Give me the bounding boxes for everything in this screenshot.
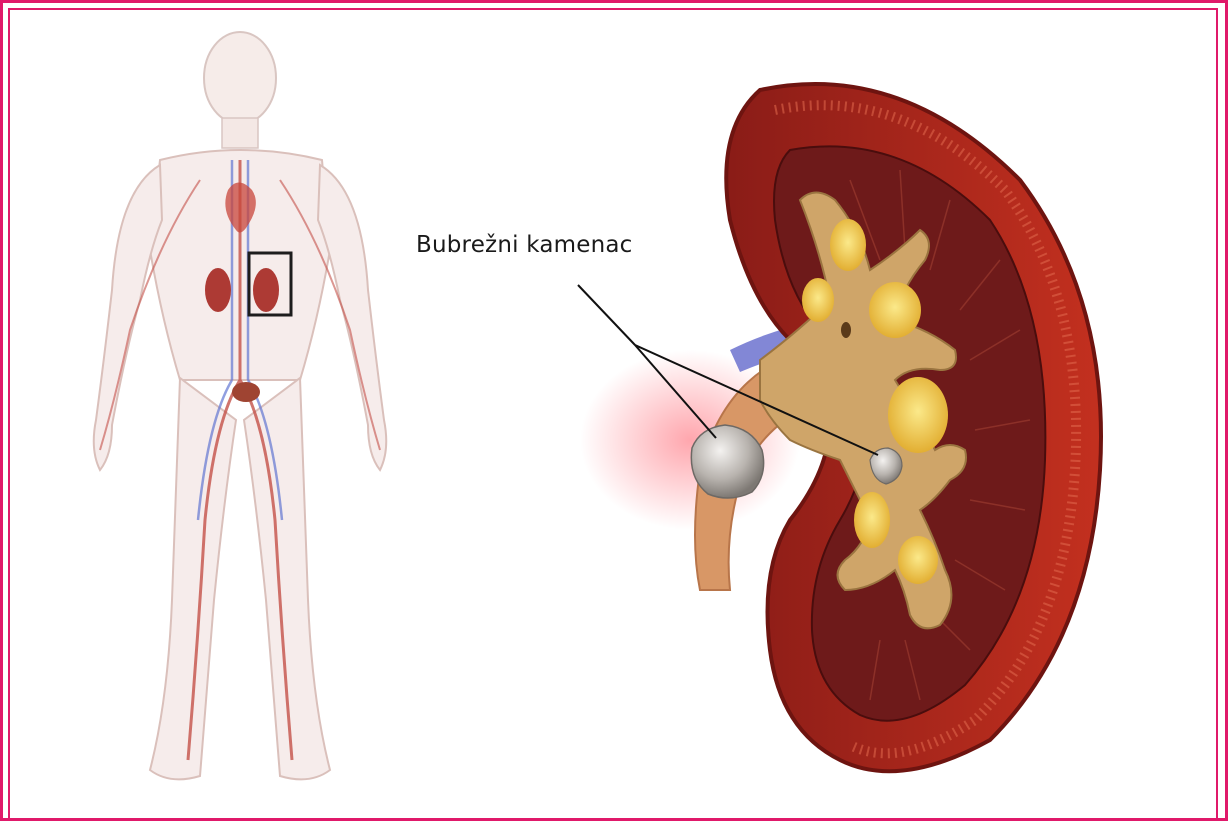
kidney-cross-section-icon bbox=[580, 84, 1101, 771]
human-body-icon bbox=[94, 32, 387, 779]
kidney-stone-label: Bubrežni kamenac bbox=[416, 232, 633, 258]
